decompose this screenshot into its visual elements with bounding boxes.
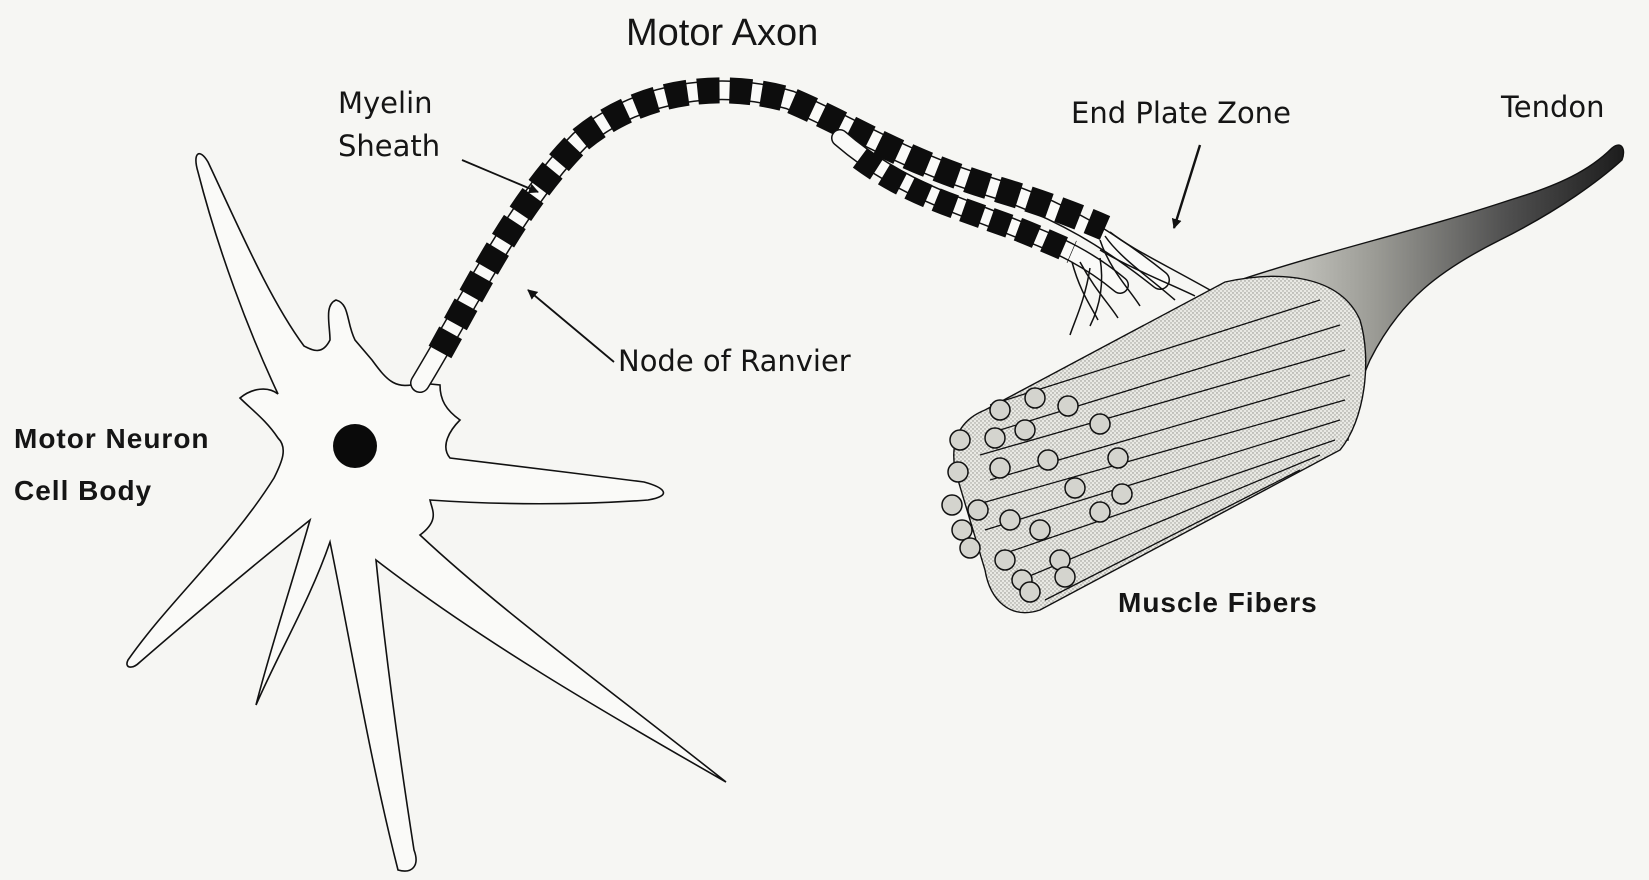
label-cell-body: Cell Body: [14, 475, 152, 506]
label-muscle-fibers: Muscle Fibers: [1118, 587, 1318, 618]
label-end-plate-zone: End Plate Zone: [1071, 96, 1291, 130]
cell-nucleus: [333, 424, 377, 468]
myelin-sheath-arrow: [462, 160, 538, 192]
neuron-cell-body: [127, 154, 726, 871]
label-myelin-line1: Myelin: [338, 86, 433, 120]
end-plate-zone-arrow: [1174, 145, 1200, 228]
label-motor-neuron: Motor Neuron: [14, 423, 210, 454]
node-of-ranvier-arrow: [528, 290, 614, 362]
label-tendon: Tendon: [1500, 90, 1605, 124]
label-myelin-line2: Sheath: [338, 129, 440, 163]
label-motor-axon: Motor Axon: [626, 12, 818, 54]
label-node-of-ranvier: Node of Ranvier: [618, 344, 851, 378]
